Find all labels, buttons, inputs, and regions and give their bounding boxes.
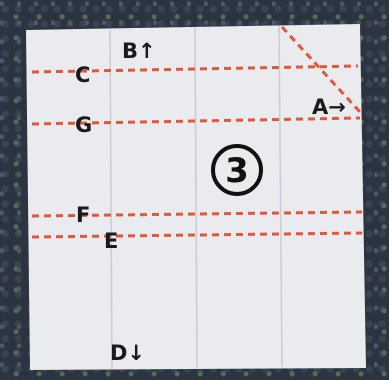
step-number: 3 xyxy=(225,151,249,191)
label-b: B↑ xyxy=(122,39,156,63)
label-e: E xyxy=(104,229,118,253)
label-c: C xyxy=(75,63,90,87)
label-a: A→ xyxy=(312,95,346,119)
label-f: F xyxy=(76,203,90,227)
label-g: G xyxy=(75,113,92,137)
label-d: D↓ xyxy=(110,341,145,365)
